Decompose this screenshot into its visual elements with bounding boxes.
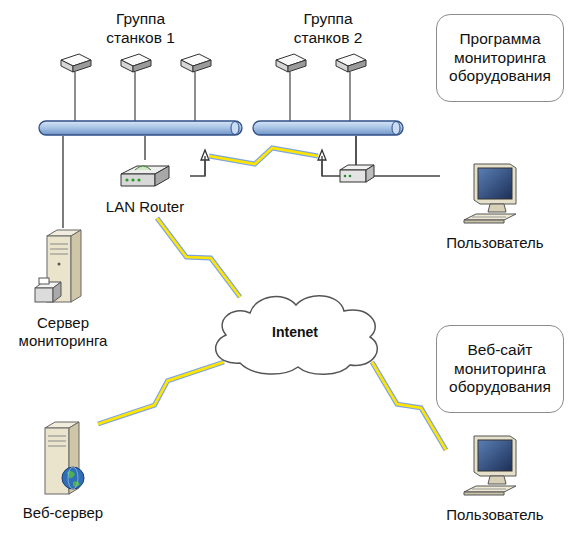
group-label: Группа станков 1 xyxy=(91,10,191,47)
bus-tube xyxy=(38,120,243,136)
network-link xyxy=(190,136,356,176)
user-workstation: Пользователь xyxy=(440,160,550,252)
software-box: Программа мониторинга оборудования xyxy=(436,14,564,102)
router-icon xyxy=(115,160,175,194)
network-link xyxy=(157,218,240,297)
node-label: Программа мониторинга оборудования xyxy=(445,30,555,86)
network-link xyxy=(372,362,446,450)
monitoring-server: Сервер мониторинга xyxy=(8,228,118,350)
device-label: Веб-сервер xyxy=(8,504,118,522)
webserver-icon xyxy=(31,420,95,500)
network-switch xyxy=(340,165,374,182)
device-label: Пользователь xyxy=(440,234,550,252)
group-label: Группа станков 2 xyxy=(278,10,378,47)
bus-tube xyxy=(252,120,404,136)
node-label: Веб-сайт мониторинга оборудования xyxy=(445,341,555,397)
node-label: Intenet xyxy=(272,324,318,341)
internet-cloud: Intenet xyxy=(200,285,390,380)
user-workstation: Пользователь xyxy=(440,432,550,524)
machine-group-bus: Группа станков 1 xyxy=(38,10,243,136)
server-icon xyxy=(31,228,95,310)
monitor-icon xyxy=(460,160,530,230)
machine-group-bus: Группа станков 2 xyxy=(252,10,404,136)
monitor-icon xyxy=(460,432,530,502)
lan-router: LAN Router xyxy=(100,160,190,216)
network-link xyxy=(63,136,64,228)
network-link xyxy=(145,136,146,160)
device-label: Сервер мониторинга xyxy=(8,314,118,350)
website-box: Веб-сайт мониторинга оборудования xyxy=(436,325,564,413)
network-link xyxy=(98,362,224,424)
device-label: Пользователь xyxy=(440,506,550,524)
web-server: Веб-сервер xyxy=(8,420,118,522)
device-label: LAN Router xyxy=(100,198,190,216)
